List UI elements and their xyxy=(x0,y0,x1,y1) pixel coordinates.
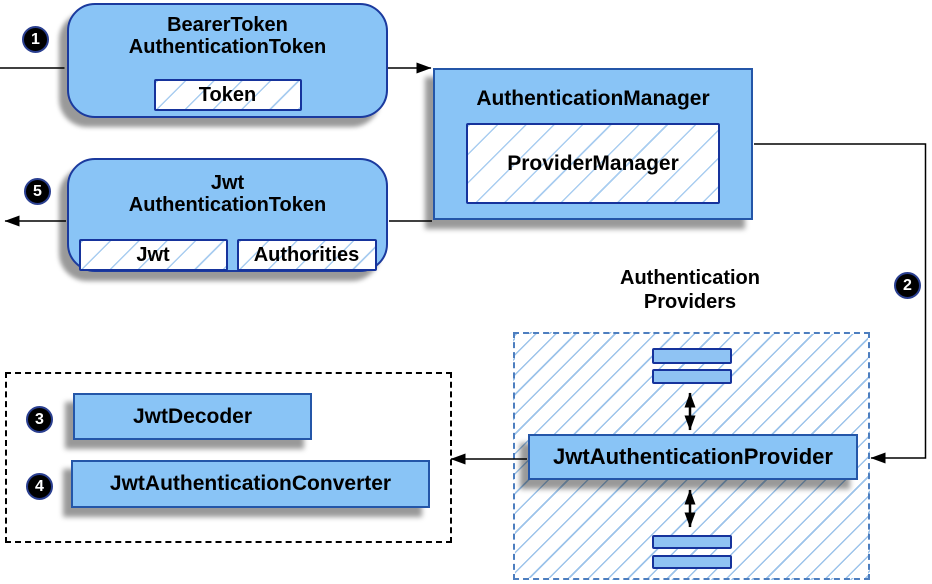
token-chip-label: Token xyxy=(198,83,257,106)
provider-manager-chip-label: ProviderManager xyxy=(507,151,679,175)
jwt-authentication-converter-node: JwtAuthenticationConverter xyxy=(71,460,430,508)
step-4-number: 4 xyxy=(35,477,44,495)
step-2-number: 2 xyxy=(903,276,912,294)
token-chip: Token xyxy=(153,79,302,111)
authentication-providers-label-line2: Providers xyxy=(643,291,737,313)
step-3-badge: 3 xyxy=(26,406,53,433)
bearer-token-authentication-token-node: BearerToken AuthenticationToken Token xyxy=(67,3,388,118)
provider-stack-bar-bottom-1 xyxy=(652,535,732,549)
step-4-badge: 4 xyxy=(26,473,53,500)
jwt-decoder-node: JwtDecoder xyxy=(73,393,312,440)
jwt-token-title-line1: Jwt xyxy=(210,172,245,194)
authorities-chip-label: Authorities xyxy=(253,243,360,266)
step-3-number: 3 xyxy=(35,410,44,428)
step-5-badge: 5 xyxy=(24,178,51,205)
jwt-authentication-token-node: Jwt AuthenticationToken Jwt Authorities xyxy=(67,158,388,272)
step-1-badge: 1 xyxy=(22,26,49,53)
jwt-token-title-line2: AuthenticationToken xyxy=(128,194,327,216)
jwt-token-chips-row: Jwt Authorities xyxy=(78,239,377,271)
bearer-token-title: BearerToken AuthenticationToken xyxy=(129,14,326,58)
authentication-manager-node: AuthenticationManager ProviderManager xyxy=(433,68,753,220)
provider-stack-bar-top-2 xyxy=(652,369,732,384)
authorities-chip: Authorities xyxy=(236,239,377,271)
provider-stack-bar-bottom-2 xyxy=(652,555,732,569)
authentication-providers-label: Authentication Providers xyxy=(555,266,825,314)
step-1-number: 1 xyxy=(31,30,40,48)
jwt-authentication-converter-title: JwtAuthenticationConverter xyxy=(109,472,392,495)
jwt-chip-label: Jwt xyxy=(136,243,170,266)
jwt-decoder-title: JwtDecoder xyxy=(132,404,253,428)
jwt-chip: Jwt xyxy=(78,239,228,271)
jwt-authentication-provider-node: JwtAuthenticationProvider xyxy=(528,434,858,480)
provider-stack-bar-top-1 xyxy=(652,348,732,364)
jwt-token-title: Jwt AuthenticationToken xyxy=(129,172,326,216)
bearer-token-title-line2: AuthenticationToken xyxy=(128,36,327,58)
bearer-token-title-line1: BearerToken xyxy=(167,14,288,36)
jwt-authentication-provider-title: JwtAuthenticationProvider xyxy=(553,444,833,469)
authentication-manager-title: AuthenticationManager xyxy=(476,87,710,110)
provider-manager-chip: ProviderManager xyxy=(466,123,720,204)
authentication-providers-label-line1: Authentication xyxy=(620,267,760,289)
step-5-number: 5 xyxy=(33,182,42,200)
step-2-badge: 2 xyxy=(894,272,921,299)
